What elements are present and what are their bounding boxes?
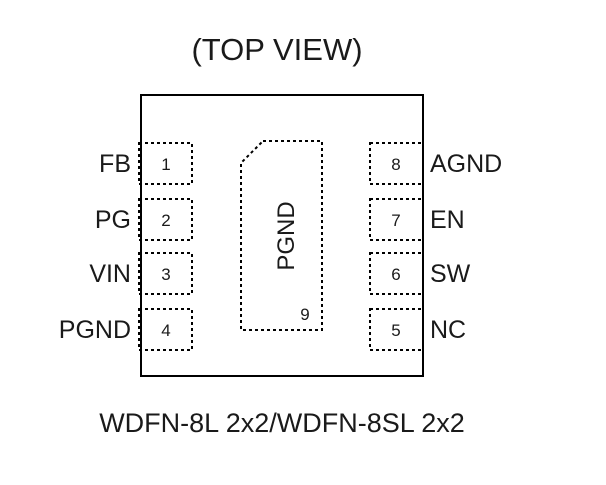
pin-pad <box>138 198 193 241</box>
pin-name: AGND <box>430 150 502 178</box>
pin-number: 7 <box>391 211 400 230</box>
exposed-pad-number: 9 <box>300 305 309 324</box>
pin-5: 5 NC <box>369 308 466 351</box>
right-pin-row: 8 AGND 7 EN 6 SW 5 NC <box>369 142 502 351</box>
pin-2: 2 PG <box>95 198 193 241</box>
exposed-pad: PGND 9 <box>240 140 323 331</box>
pin-number: 5 <box>391 321 400 340</box>
pin-6: 6 SW <box>369 252 471 295</box>
pin-name: VIN <box>89 260 131 288</box>
package-outline <box>140 94 424 377</box>
pin-pad <box>138 308 193 351</box>
pin-name: NC <box>430 316 466 344</box>
pin-7: 7 EN <box>369 198 465 241</box>
pin-pad <box>369 252 424 295</box>
pin-4: 4 PGND <box>59 308 193 351</box>
exposed-pad-outline <box>240 140 323 331</box>
pin-number: 1 <box>161 155 170 174</box>
pin-number: 3 <box>161 265 170 284</box>
pin-pad <box>138 142 193 185</box>
pin-number: 6 <box>391 265 400 284</box>
left-pin-row: 1 FB 2 PG 3 VIN 4 PGND <box>59 142 193 351</box>
view-title: (TOP VIEW) <box>191 32 362 67</box>
pin-pad <box>369 308 424 351</box>
pin-number: 4 <box>161 321 170 340</box>
package-name: WDFN-8L 2x2/WDFN-8SL 2x2 <box>99 408 465 438</box>
pin-name: PGND <box>59 316 131 344</box>
pin-number: 2 <box>161 211 170 230</box>
pin-name: EN <box>430 206 465 234</box>
pin-name: FB <box>99 150 131 178</box>
pin-number: 8 <box>391 155 400 174</box>
pin-8: 8 AGND <box>369 142 502 185</box>
pin-pad <box>369 198 424 241</box>
exposed-pad-name: PGND <box>273 201 300 270</box>
pin-name: SW <box>430 260 471 288</box>
pin-pad <box>138 252 193 295</box>
pin-pad <box>369 142 424 185</box>
pin-1: 1 FB <box>99 142 193 185</box>
pin-3: 3 VIN <box>89 252 193 295</box>
pin-name: PG <box>95 206 131 234</box>
